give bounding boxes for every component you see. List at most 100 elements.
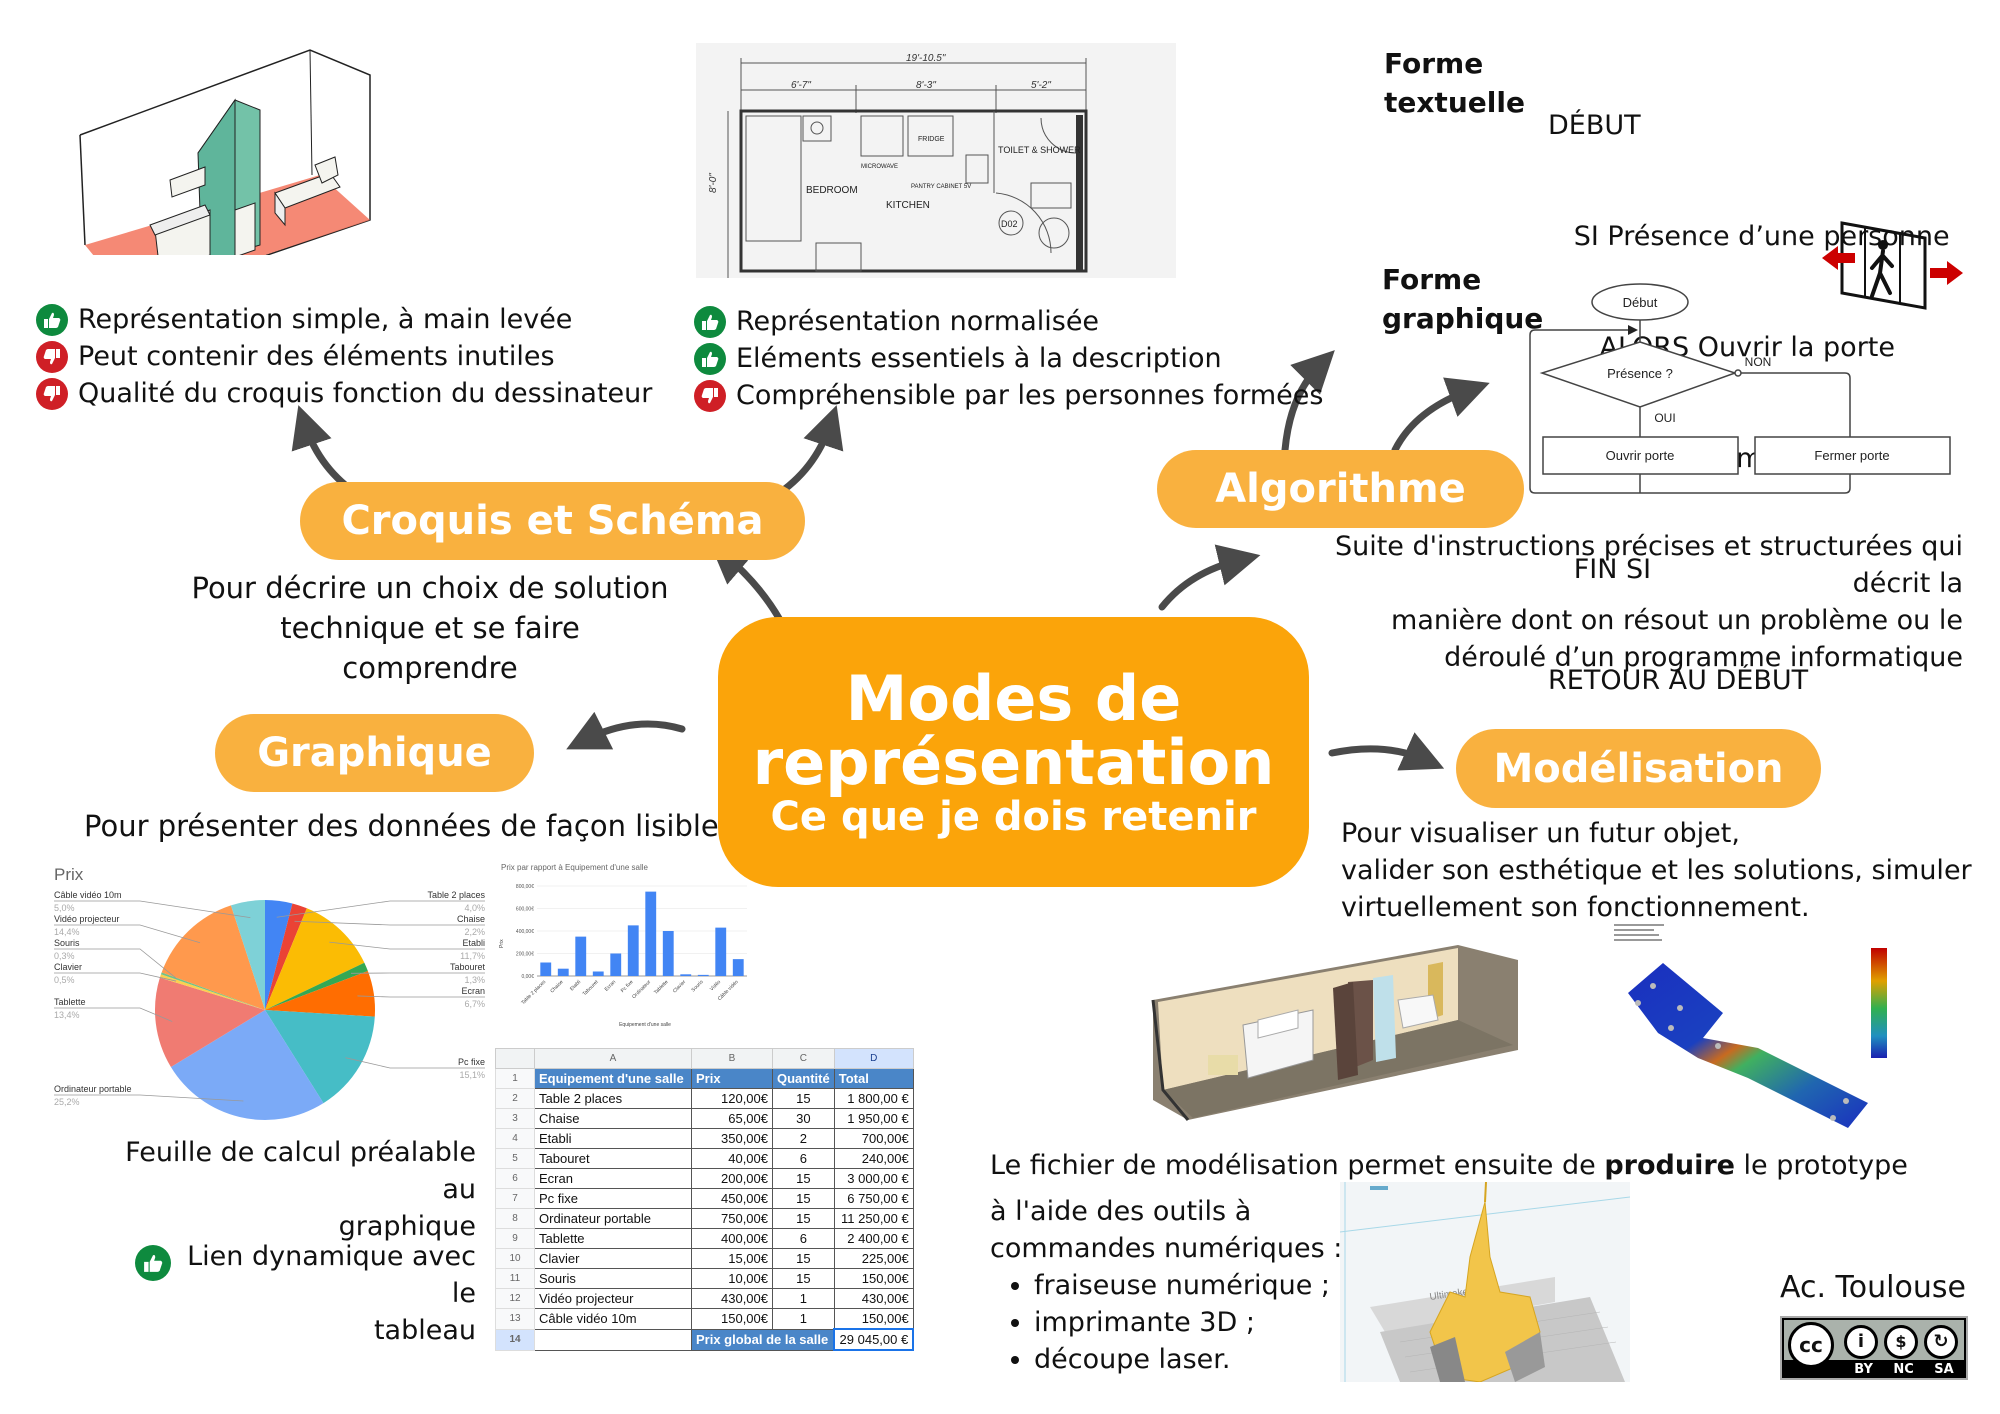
spreadsheet-cell[interactable]: 430,00€ xyxy=(691,1288,773,1309)
spreadsheet-cell[interactable]: Souris xyxy=(534,1268,692,1289)
spreadsheet-cell[interactable]: 1 xyxy=(772,1288,835,1309)
bar xyxy=(592,971,604,976)
spreadsheet-cell[interactable]: 15 xyxy=(772,1088,835,1109)
spreadsheet-cell[interactable]: Câble vidéo 10m xyxy=(534,1308,692,1330)
dim-total: 19'-10.5" xyxy=(906,53,946,64)
pie-slice xyxy=(265,962,368,1010)
bar-xtick-label: Ecran xyxy=(604,979,618,993)
spreadsheet-cell[interactable]: 450,00€ xyxy=(691,1188,773,1209)
spreadsheet-cell[interactable]: 150,00€ xyxy=(833,1308,914,1330)
spreadsheet-cell[interactable]: 400,00€ xyxy=(691,1228,773,1249)
spreadsheet-cell[interactable]: 15,00€ xyxy=(691,1248,773,1269)
spreadsheet-cell[interactable]: 2 xyxy=(772,1128,835,1149)
spreadsheet-cell[interactable]: 350,00€ xyxy=(691,1128,773,1149)
spreadsheet-cell[interactable]: 40,00€ xyxy=(691,1148,773,1169)
sketch-con-item: Qualité du croquis fonction du dessinate… xyxy=(36,375,652,412)
arrow-center-to-modelisation xyxy=(1328,732,1445,771)
pie-slice xyxy=(159,974,265,1010)
modelisation-description-line: valider son esthétique et les solutions,… xyxy=(1341,855,1972,886)
pie-slice xyxy=(155,977,265,1067)
column-header[interactable]: A xyxy=(534,1048,692,1069)
spreadsheet-cell[interactable]: 700,00€ xyxy=(833,1128,914,1149)
spreadsheet-cell[interactable]: 3 000,00 € xyxy=(833,1168,914,1189)
spreadsheet-cell[interactable]: 10,00€ xyxy=(691,1268,773,1289)
spreadsheet-cell[interactable]: 1 950,00 € xyxy=(833,1108,914,1129)
spreadsheet-cell[interactable]: 15 xyxy=(772,1248,835,1269)
spreadsheet-cell[interactable]: 120,00€ xyxy=(691,1088,773,1109)
spreadsheet-cell[interactable]: 6 xyxy=(772,1148,835,1169)
spreadsheet-cell[interactable]: 11 250,00 € xyxy=(833,1208,914,1229)
spreadsheet-cell[interactable]: Vidéo projecteur xyxy=(534,1288,692,1309)
pseudocode-line: DÉBUT xyxy=(1548,110,1641,141)
bar-xtick-label: Etabli xyxy=(569,979,582,992)
pseudocode-line: FIN SI xyxy=(1548,554,1652,585)
spreadsheet-cell[interactable]: Etabli xyxy=(534,1128,692,1149)
pie-category-label: Souris xyxy=(54,938,80,948)
spreadsheet-note-line: Feuille de calcul préalable au xyxy=(125,1137,476,1205)
spreadsheet-cell[interactable]: 30 xyxy=(772,1108,835,1129)
header-cell[interactable]: Equipement d'une salle xyxy=(534,1068,692,1089)
algorithme-description: Suite d'instructions précises et structu… xyxy=(1250,528,1963,676)
croquis-description: Pour décrire un choix de solution techni… xyxy=(190,568,670,688)
header-cell[interactable]: Quantité xyxy=(772,1068,835,1089)
header-cell[interactable]: Total xyxy=(833,1068,914,1089)
spreadsheet-cell[interactable]: 6 xyxy=(772,1228,835,1249)
spreadsheet-cell[interactable]: 65,00€ xyxy=(691,1108,773,1129)
graphique-pill: Graphique xyxy=(215,714,534,792)
pie-leader-line xyxy=(54,900,251,919)
pie-slice xyxy=(170,1010,324,1120)
spreadsheet-cell[interactable]: 225,00€ xyxy=(833,1248,914,1269)
spreadsheet-cell[interactable]: Clavier xyxy=(534,1248,692,1269)
algorithme-description-line: manière dont on résout un problème ou le xyxy=(1391,605,1963,636)
spreadsheet-cell[interactable]: Tablette xyxy=(534,1228,692,1249)
spreadsheet-cell[interactable]: Table 2 places xyxy=(534,1088,692,1109)
header-cell[interactable]: Prix xyxy=(691,1068,773,1089)
bar-xtick-label: Ordinateur xyxy=(631,979,652,1000)
modelisation-pill: Modélisation xyxy=(1456,729,1821,808)
arrow-center-to-graphique xyxy=(566,711,686,750)
spreadsheet-cell[interactable]: Ordinateur portable xyxy=(534,1208,692,1229)
global-price-label[interactable]: Prix global de la salle xyxy=(691,1328,835,1351)
spreadsheet-cell[interactable]: 15 xyxy=(772,1188,835,1209)
croquis-description-line: technique et se faire comprendre xyxy=(280,611,580,685)
global-price-total[interactable]: 29 045,00 € xyxy=(833,1328,915,1351)
sketch-con-text: Peut contenir des éléments inutiles xyxy=(78,341,555,372)
spreadsheet-cell[interactable]: 200,00€ xyxy=(691,1168,773,1189)
room-kitchen: KITCHEN xyxy=(886,200,930,211)
spreadsheet-note: Feuille de calcul préalable au graphique xyxy=(100,1134,476,1245)
spreadsheet-cell[interactable]: 15 xyxy=(772,1268,835,1289)
spreadsheet-cell[interactable]: 430,00€ xyxy=(833,1288,914,1309)
license-nc-label: NC xyxy=(1893,1362,1914,1377)
spreadsheet-cell[interactable]: 2 400,00 € xyxy=(833,1228,914,1249)
spreadsheet-cell[interactable]: 150,00€ xyxy=(691,1308,773,1330)
spreadsheet-cell[interactable]: 750,00€ xyxy=(691,1208,773,1229)
spreadsheet-cell[interactable] xyxy=(534,1328,692,1351)
bar-chart-xlabel: Equipement d'une salle xyxy=(619,1022,671,1028)
sketch-pro-text: Représentation simple, à main levée xyxy=(78,304,573,335)
pie-category-label: Câble vidéo 10m xyxy=(54,890,122,900)
row-number: 5 xyxy=(495,1148,535,1169)
bar-xtick-label: Pc fixe xyxy=(620,979,635,994)
spreadsheet-cell[interactable]: 15 xyxy=(772,1208,835,1229)
column-header[interactable]: C xyxy=(772,1048,835,1069)
spreadsheet-cell[interactable]: 1 800,00 € xyxy=(833,1088,914,1109)
spreadsheet-cell[interactable]: 6 750,00 € xyxy=(833,1188,914,1209)
column-header[interactable]: B xyxy=(691,1048,773,1069)
bar-xtick-label: Table 2 places xyxy=(520,979,547,1006)
spreadsheet-cell[interactable]: 1 xyxy=(772,1308,835,1330)
column-header[interactable]: D xyxy=(833,1048,914,1069)
plan-pro-text: Représentation normalisée xyxy=(736,306,1100,337)
spreadsheet-cell[interactable]: Pc fixe xyxy=(534,1188,692,1209)
spreadsheet-cell[interactable]: Tabouret xyxy=(534,1148,692,1169)
pie-leader-line xyxy=(357,995,485,998)
spreadsheet-cell[interactable]: 240,00€ xyxy=(833,1148,914,1169)
central-title-line: Modes de xyxy=(845,662,1182,735)
flowchart-action-no-label: Fermer porte xyxy=(1814,448,1889,463)
dynamic-link-line: Lien dynamique avec le xyxy=(187,1241,476,1309)
spreadsheet-cell[interactable]: 15 xyxy=(772,1168,835,1189)
spreadsheet-cell[interactable]: 150,00€ xyxy=(833,1268,914,1289)
spreadsheet-cell[interactable]: Chaise xyxy=(534,1108,692,1129)
spreadsheet-cell[interactable]: Ecran xyxy=(534,1168,692,1189)
